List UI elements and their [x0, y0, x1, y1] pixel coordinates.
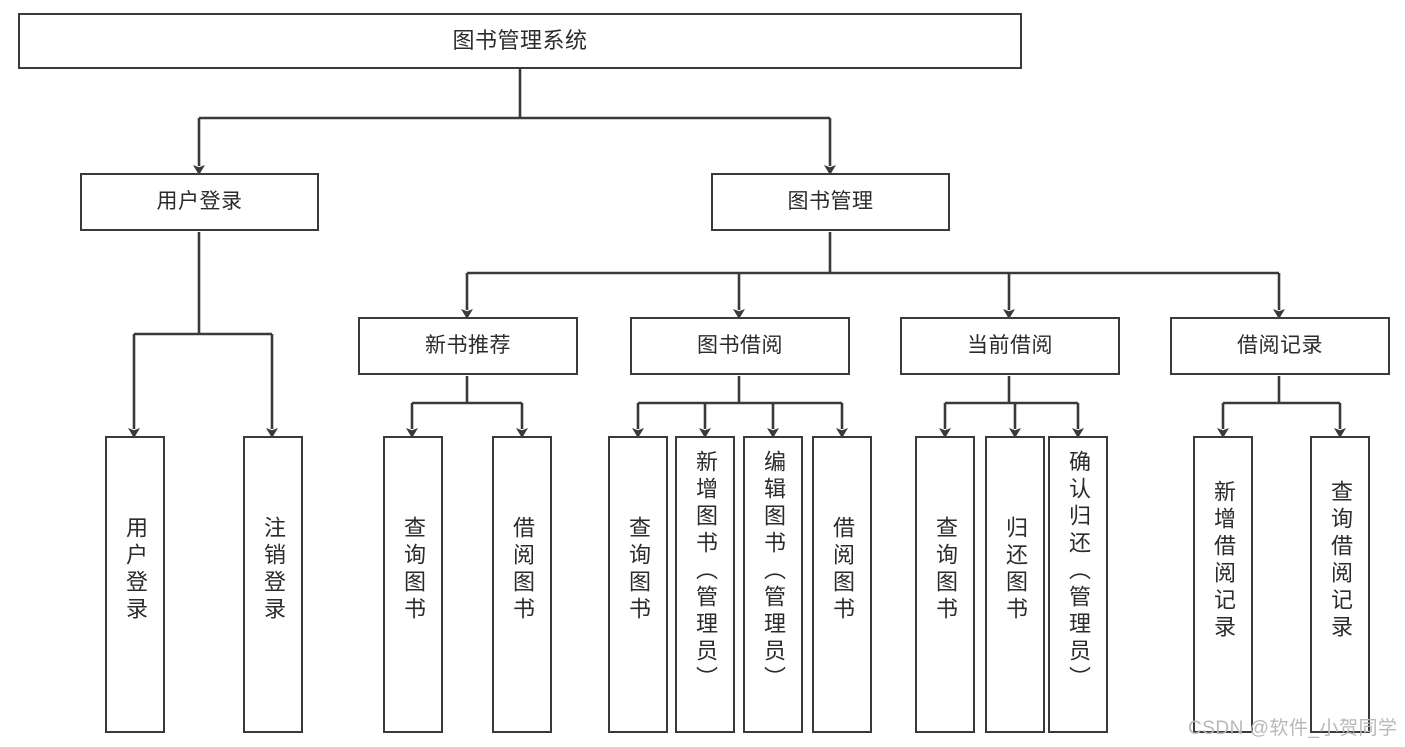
csdn-watermark: CSDN @软件_小贺同学 [1188, 718, 1398, 739]
node-label-vertical: 确认归还（管理员） [1066, 450, 1091, 693]
node-new-book-recommendation[interactable]: 新书推荐 [358, 317, 578, 375]
node-label-vertical: 用户登录 [123, 516, 148, 624]
node-label-vertical: 查询借阅记录 [1328, 480, 1353, 642]
leaf-new-book-query-book[interactable]: 查询图书 [383, 436, 443, 733]
leaf-user-login-login[interactable]: 用户登录 [105, 436, 165, 733]
node-label: 用户登录 [156, 189, 243, 213]
leaf-current-borrow-confirm-return-admin[interactable]: 确认归还（管理员） [1048, 436, 1108, 733]
leaf-user-login-logout[interactable]: 注销登录 [243, 436, 303, 733]
node-user-login[interactable]: 用户登录 [80, 173, 319, 231]
node-label-vertical: 查询图书 [933, 516, 958, 624]
node-label: 新书推荐 [425, 333, 511, 357]
leaf-book-borrow-add-book-admin[interactable]: 新增图书（管理员） [675, 436, 735, 733]
node-label-vertical: 归还图书 [1003, 516, 1028, 624]
node-current-borrow[interactable]: 当前借阅 [900, 317, 1120, 375]
leaf-current-borrow-return-book[interactable]: 归还图书 [985, 436, 1045, 733]
node-label-vertical: 借阅图书 [830, 516, 855, 624]
node-label-vertical: 编辑图书（管理员） [761, 450, 786, 693]
node-label: 借阅记录 [1237, 333, 1323, 357]
node-label-vertical: 新增借阅记录 [1211, 480, 1236, 642]
node-root-book-management-system[interactable]: 图书管理系统 [18, 13, 1022, 69]
node-label-vertical: 查询图书 [626, 516, 651, 624]
node-label: 当前借阅 [967, 333, 1053, 357]
node-label-vertical: 借阅图书 [510, 516, 535, 624]
node-book-borrow[interactable]: 图书借阅 [630, 317, 850, 375]
node-label-vertical: 查询图书 [401, 516, 426, 624]
leaf-new-book-borrow-book[interactable]: 借阅图书 [492, 436, 552, 733]
node-label: 图书管理 [787, 189, 874, 213]
leaf-book-borrow-borrow-book[interactable]: 借阅图书 [812, 436, 872, 733]
leaf-book-borrow-query-book[interactable]: 查询图书 [608, 436, 668, 733]
node-book-management[interactable]: 图书管理 [711, 173, 950, 231]
node-label-vertical: 注销登录 [261, 516, 286, 624]
leaf-borrow-record-add-record[interactable]: 新增借阅记录 [1193, 436, 1253, 733]
node-label: 图书借阅 [697, 333, 783, 357]
node-label: 图书管理系统 [452, 28, 588, 54]
node-borrow-record[interactable]: 借阅记录 [1170, 317, 1390, 375]
leaf-book-borrow-edit-book-admin[interactable]: 编辑图书（管理员） [743, 436, 803, 733]
leaf-borrow-record-query-record[interactable]: 查询借阅记录 [1310, 436, 1370, 733]
leaf-current-borrow-query-book[interactable]: 查询图书 [915, 436, 975, 733]
node-label-vertical: 新增图书（管理员） [693, 450, 718, 693]
